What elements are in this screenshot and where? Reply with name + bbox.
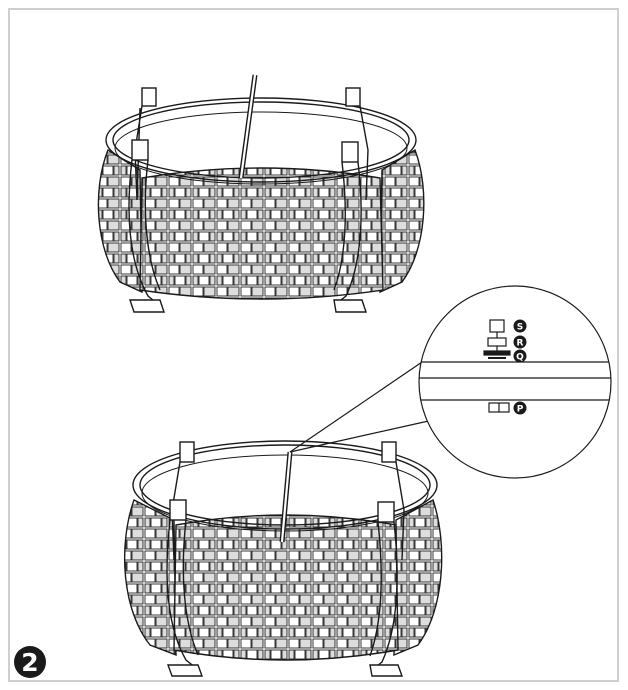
detail-callout: [289, 285, 612, 479]
part-label-p: P: [513, 401, 527, 415]
bottom-leg-front-right: [369, 501, 403, 677]
part-label-q: Q: [513, 349, 527, 363]
page-border: [8, 8, 619, 682]
callout-pointer-line: [289, 359, 426, 453]
callout-circle: [418, 285, 612, 479]
svg-text:P: P: [517, 405, 524, 415]
svg-text:Q: Q: [516, 353, 524, 363]
top-leg-back-right: [345, 87, 369, 201]
step-number-badge: 2: [14, 646, 46, 678]
top-rim-outer: [105, 97, 417, 183]
svg-text:S: S: [517, 323, 523, 333]
part-label-r: R: [513, 335, 527, 349]
svg-text:2: 2: [21, 648, 38, 677]
svg-text:R: R: [517, 339, 524, 349]
bottom-leg-front-left: [166, 499, 203, 677]
top-leg-front-right: [333, 141, 367, 313]
part-label-s: S: [513, 319, 527, 333]
top-leg-front-left: [128, 139, 165, 313]
fire-pit-top: [97, 74, 425, 313]
bottom-leg-back-right: [381, 441, 405, 561]
washer-icon: [483, 350, 511, 356]
fire-pit-bottom: [123, 440, 443, 677]
nut-icon: [487, 337, 507, 347]
bolt-head-icon: [489, 319, 505, 333]
